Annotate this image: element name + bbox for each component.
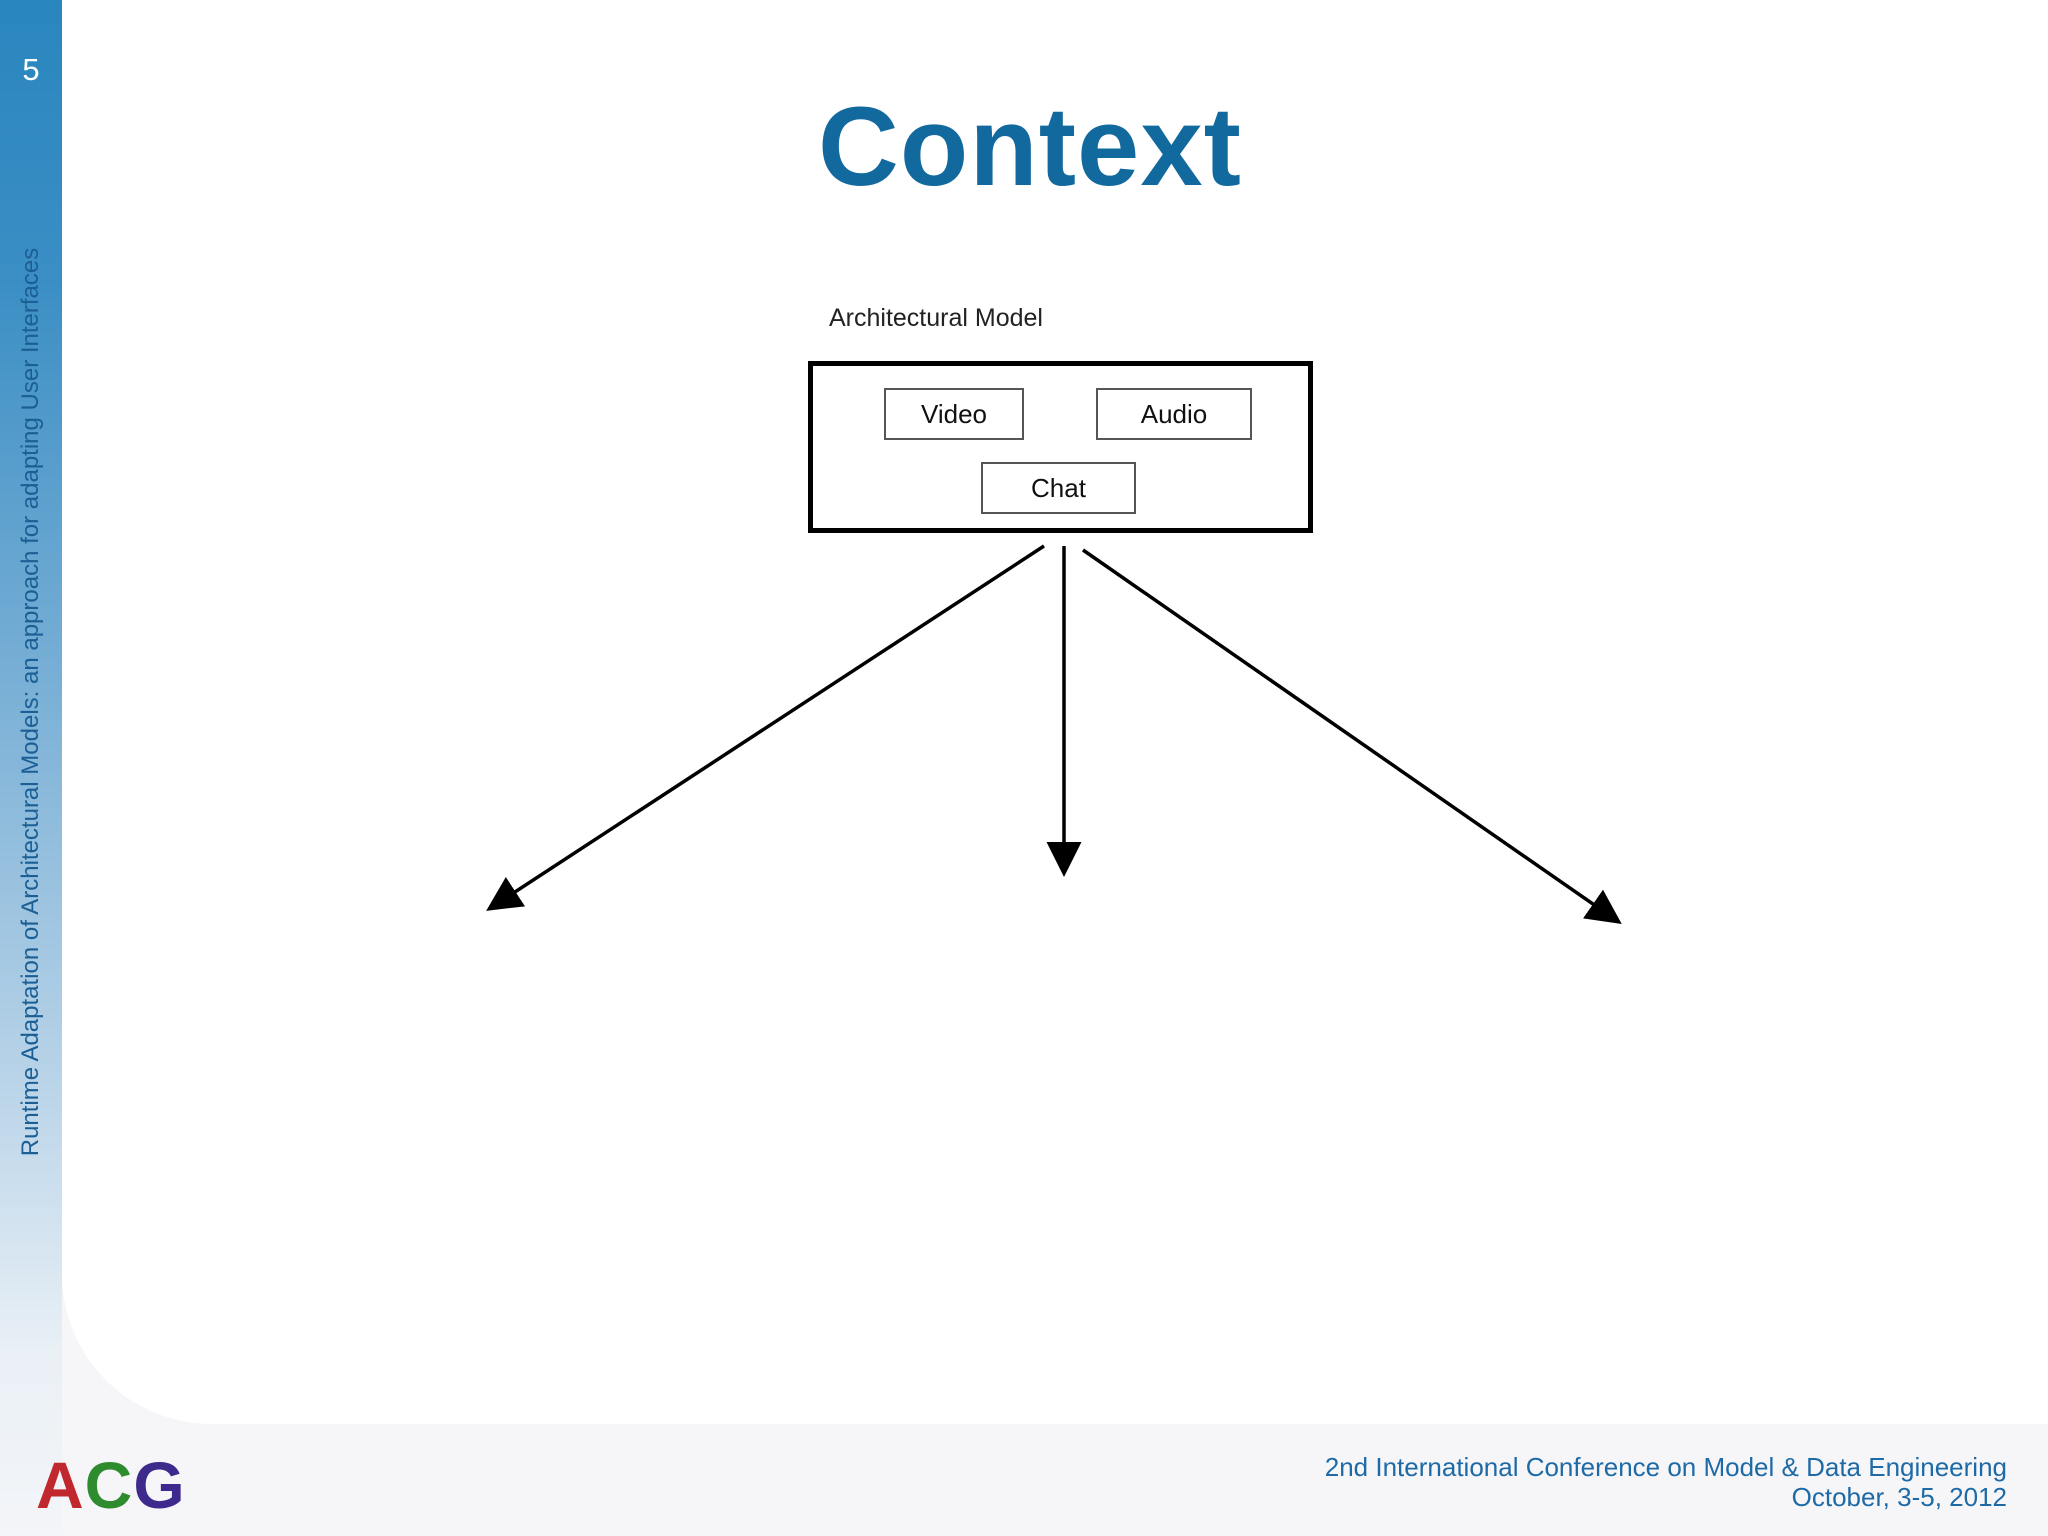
arrow-right xyxy=(1082,548,1622,924)
footer-conference-info: 2nd International Conference on Model & … xyxy=(1325,1452,2007,1512)
conference-date: October, 3-5, 2012 xyxy=(1791,1482,2007,1512)
logo-letter-c: C xyxy=(84,1448,134,1522)
page-title: Context xyxy=(818,84,1242,209)
logo-letter-g: G xyxy=(133,1448,186,1522)
architectural-model-caption: Architectural Model xyxy=(829,304,1043,332)
logo-letter-a: A xyxy=(36,1448,85,1522)
side-gradient-bar xyxy=(0,0,62,1536)
arrow-left xyxy=(486,544,1045,911)
slide-number: 5 xyxy=(22,52,40,87)
acg-logo: ACG xyxy=(36,1447,186,1523)
component-video: Video xyxy=(884,388,1024,440)
component-audio: Audio xyxy=(1096,388,1252,440)
component-chat: Chat xyxy=(981,462,1136,514)
conference-name: 2nd International Conference on Model & … xyxy=(1324,1452,2007,1482)
content-area xyxy=(62,0,2048,1424)
